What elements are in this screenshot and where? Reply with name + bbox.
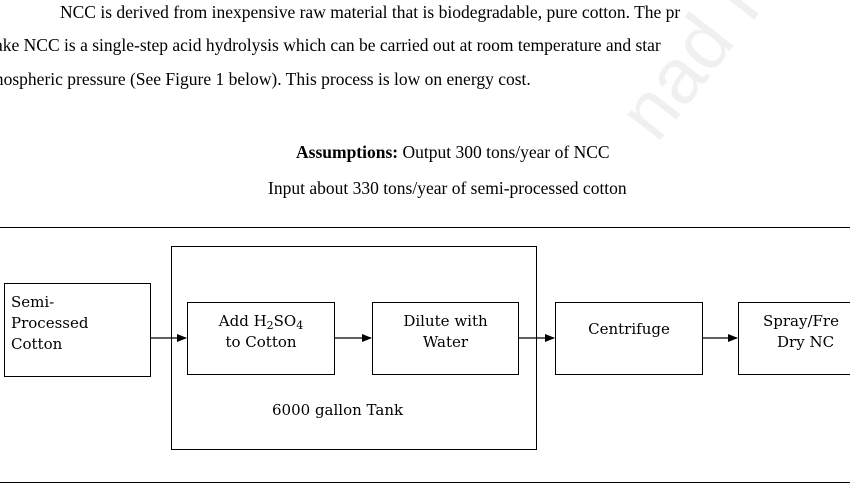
assumptions-input: Input about 330 tons/year of semi-proces… <box>268 178 627 198</box>
dilute-box: Dilute with Water <box>372 302 519 375</box>
body-paragraph-line-1: NCC is derived from inexpensive raw mate… <box>60 2 681 22</box>
tank-box <box>171 246 537 450</box>
add-acid-mid: SO <box>273 312 297 330</box>
spray-line-1: Spray/Fre <box>763 312 839 330</box>
spray-dry-box: Spray/Fre Dry NC <box>738 302 850 375</box>
figure-bottom-rule <box>0 482 850 483</box>
semi-processed-cotton-box: Semi- Processed Cotton <box>4 283 151 377</box>
add-acid-box: Add H2SO4 to Cotton <box>187 302 335 375</box>
assumptions-line: Assumptions: Output 300 tons/year of NCC <box>296 142 610 162</box>
watermark: nad Fina <box>600 0 850 155</box>
add-acid-prefix: Add H <box>218 312 267 330</box>
semi-processed-line-3: Cotton <box>11 335 63 353</box>
tank-label: 6000 gallon Tank <box>272 401 404 419</box>
add-acid-line-2: to Cotton <box>225 333 297 351</box>
figure-top-rule <box>0 227 850 228</box>
dilute-line-1: Dilute with <box>403 312 488 330</box>
add-acid-sub-2: 4 <box>296 319 304 332</box>
assumptions-label: Assumptions: <box>296 142 399 162</box>
centrifuge-label: Centrifuge <box>588 320 670 338</box>
semi-processed-line-1: Semi- <box>11 293 55 311</box>
semi-processed-line-2: Processed <box>11 314 89 332</box>
add-acid-sub-1: 2 <box>266 319 274 332</box>
centrifuge-box: Centrifuge <box>555 302 703 375</box>
body-paragraph-line-3: mospheric pressure (See Figure 1 below).… <box>0 69 531 89</box>
add-acid-line-1: Add H2SO4 <box>188 311 334 332</box>
assumptions-output: Output 300 tons/year of NCC <box>398 142 610 162</box>
spray-line-2: Dry NC <box>777 333 835 351</box>
body-paragraph-line-2: ake NCC is a single-step acid hydrolysis… <box>0 35 661 55</box>
dilute-line-2: Water <box>422 333 469 351</box>
